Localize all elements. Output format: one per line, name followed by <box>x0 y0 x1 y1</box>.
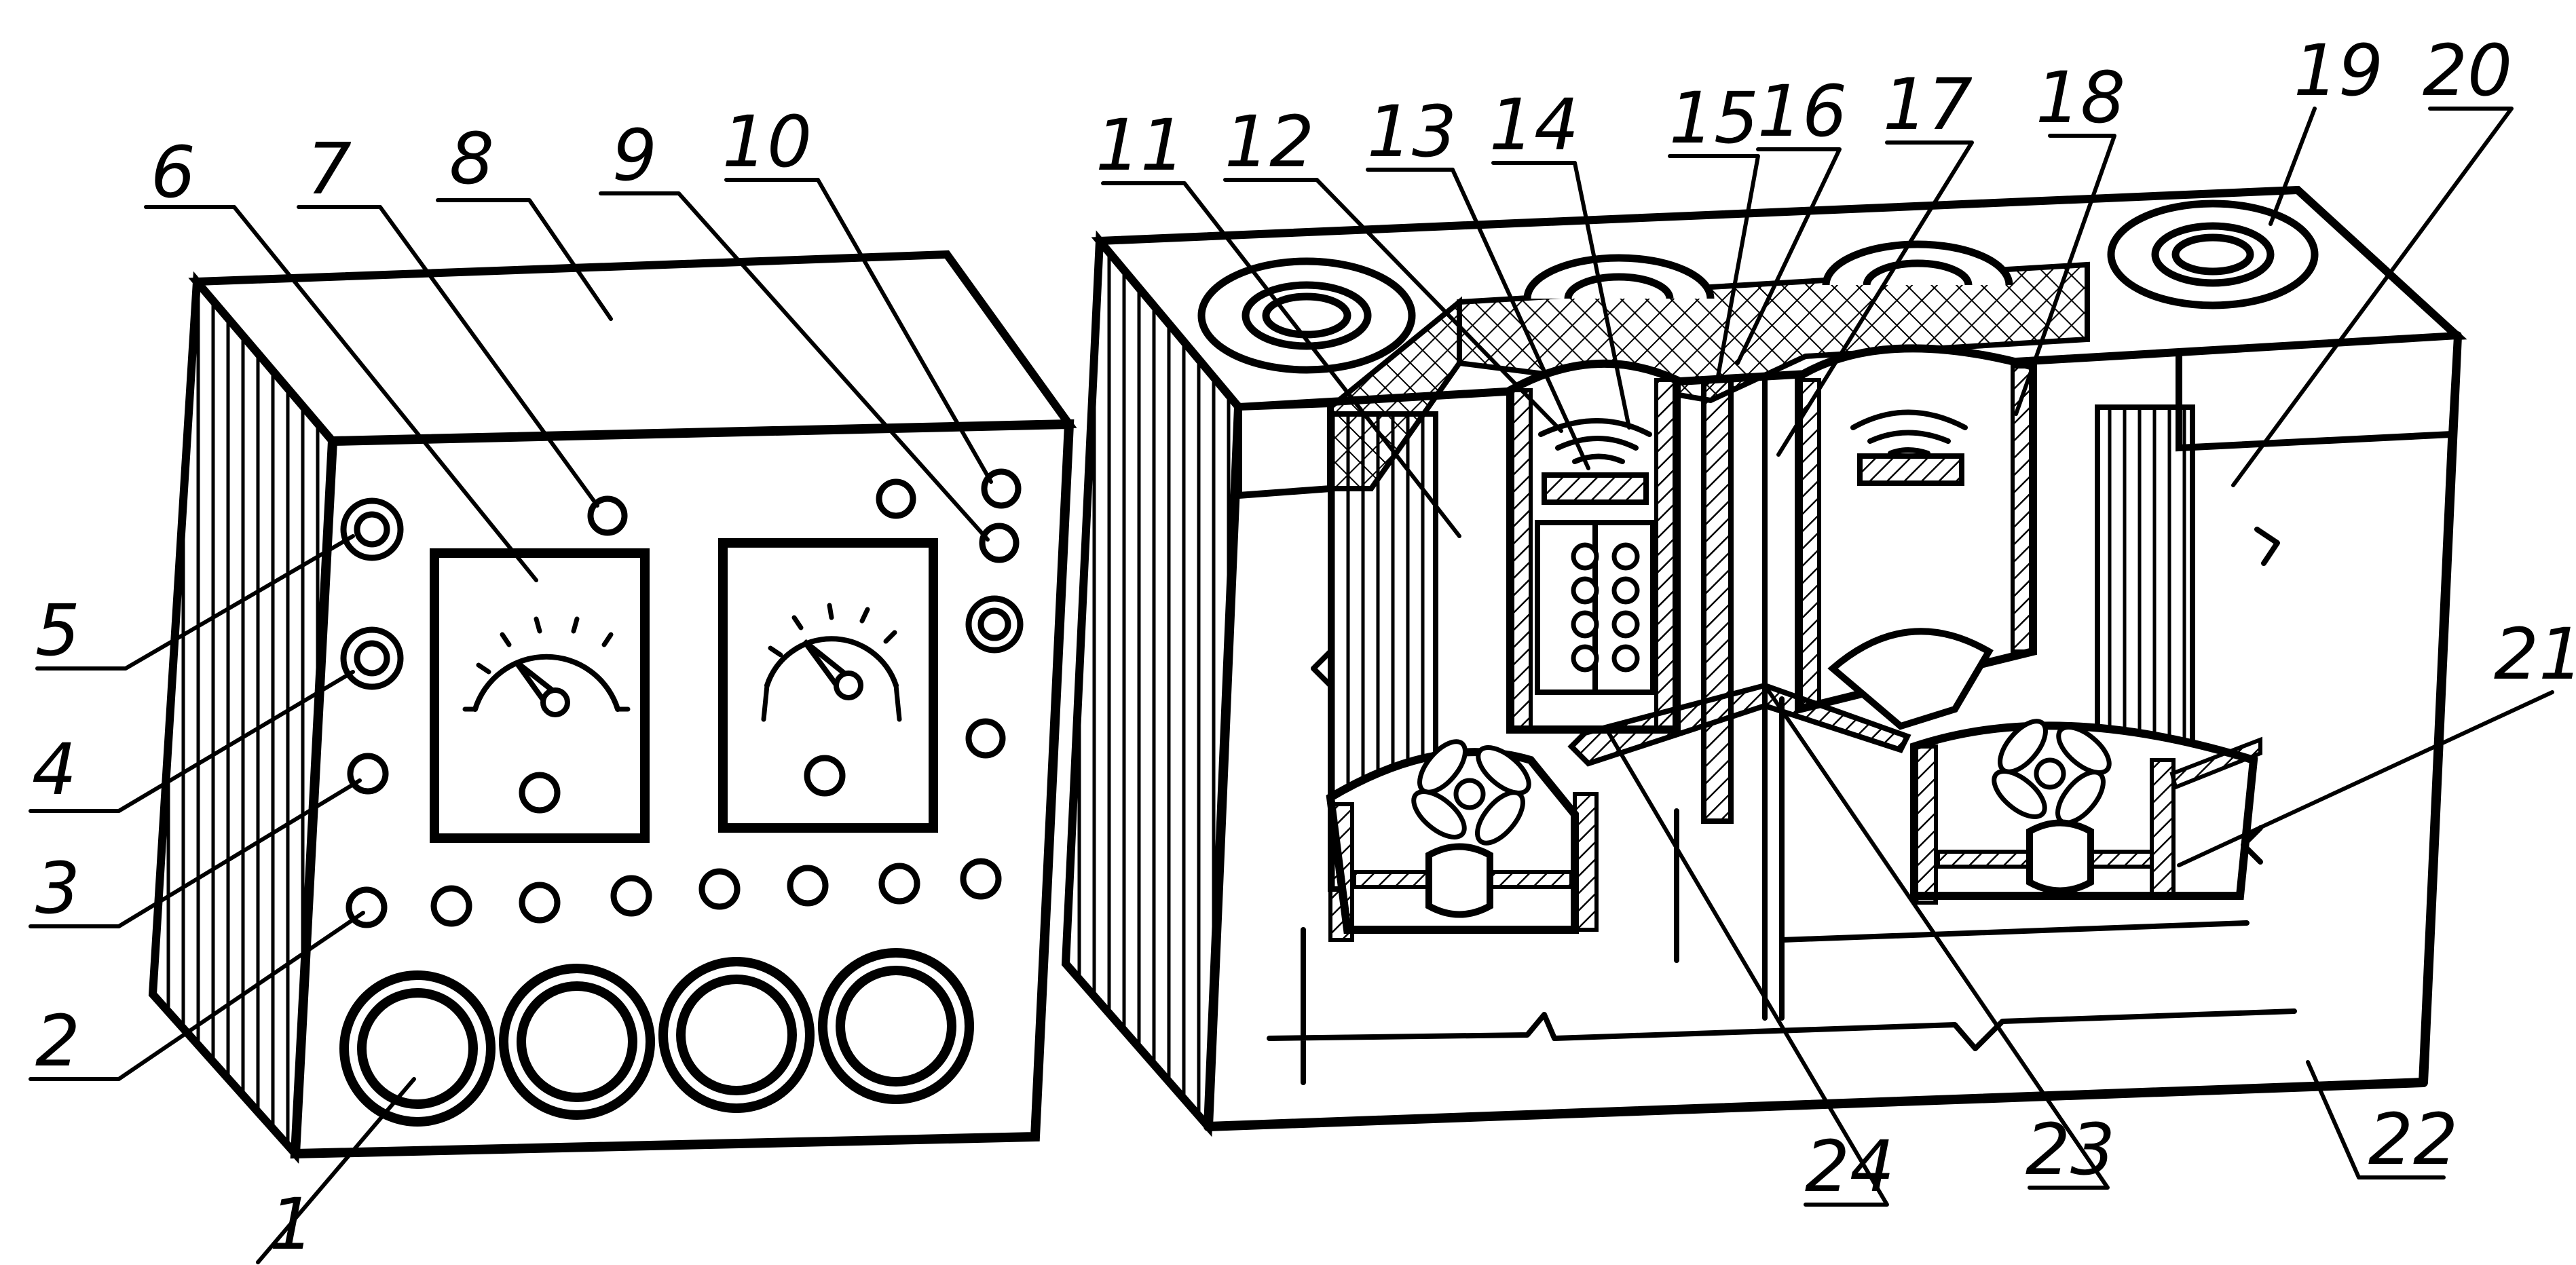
callout-6: 6 <box>151 131 195 214</box>
cabinet-front-right-block <box>2176 332 2461 452</box>
knob-2-inner <box>517 981 637 1102</box>
indicator-row-5 <box>698 868 741 910</box>
callout-labels: 1 2 3 4 5 6 7 8 9 10 11 12 13 14 15 16 1… <box>32 29 2576 1265</box>
indicator-top-right-b <box>981 468 1022 509</box>
indicator-row-3 <box>519 882 561 924</box>
cabinet-front-outline <box>1203 331 2462 1131</box>
fan-bay-left <box>1326 739 1599 942</box>
callout-24: 24 <box>1805 1125 1894 1208</box>
callout-11: 11 <box>1096 104 1185 187</box>
indicator-top <box>587 495 628 536</box>
callout-23: 23 <box>2026 1108 2115 1191</box>
panel-knobs <box>339 948 974 1127</box>
chamber-right <box>1795 344 2037 730</box>
indicator-row-6 <box>787 865 829 907</box>
callout-14: 14 <box>1489 83 1579 166</box>
fan-bay-right <box>1910 719 2262 905</box>
right-tray <box>1857 453 1964 486</box>
indicator-ring-4-inner <box>354 640 390 677</box>
indicator-ring-5-inner <box>354 511 390 548</box>
control-panel <box>148 250 1077 1164</box>
knob-3-inner <box>676 975 797 1095</box>
callout-7: 7 <box>307 128 352 210</box>
motor-right <box>2026 819 2094 894</box>
indicator-row-7 <box>878 863 920 905</box>
port-front-core <box>1262 292 1351 339</box>
cabinet-ports <box>1197 200 2319 374</box>
callout-9: 9 <box>612 114 657 197</box>
motor-left <box>1425 843 1493 918</box>
right-gauge-window <box>718 538 938 833</box>
right-gauge-indicator-light <box>804 755 846 797</box>
callout-1: 1 <box>269 1183 314 1265</box>
indicator-right-ring-inner <box>977 607 1011 641</box>
callout-17: 17 <box>1883 63 1973 146</box>
port-back-right-core <box>2171 233 2254 276</box>
indicator-row-8 <box>960 858 1002 900</box>
knob-1-inner <box>357 988 478 1109</box>
callout-4: 4 <box>32 728 77 811</box>
callout-18: 18 <box>2036 56 2125 139</box>
callout-5: 5 <box>35 589 80 672</box>
fan-left-icon <box>1411 739 1531 846</box>
indicator-right-a <box>979 523 1020 563</box>
callout-8: 8 <box>449 117 494 200</box>
indicator-row-4 <box>610 875 652 917</box>
left-tray <box>1542 472 1649 505</box>
left-gauge-window <box>430 548 650 843</box>
indicator-top-right-a <box>876 478 916 519</box>
callout-3: 3 <box>35 847 80 930</box>
panel-indicators <box>340 468 1024 928</box>
indicator-3 <box>347 753 389 795</box>
callout-12: 12 <box>1225 100 1314 183</box>
callout-20: 20 <box>2423 29 2512 112</box>
callout-15: 15 <box>1669 77 1759 159</box>
lower-compartment <box>1267 808 2297 1085</box>
funnel-floor <box>1567 682 1911 767</box>
callout-21: 21 <box>2494 613 2576 696</box>
callout-16: 16 <box>1757 70 1847 153</box>
callout-10: 10 <box>722 100 812 183</box>
break-line-left <box>1311 527 2280 865</box>
left-gauge-indicator-light <box>519 772 561 814</box>
incubator-cabinet <box>1061 185 2467 1137</box>
callout-2: 2 <box>35 1000 80 1082</box>
knob-4-inner <box>836 966 956 1087</box>
chamber-left <box>1506 359 1681 734</box>
indicator-row-2 <box>430 885 472 927</box>
callout-22: 22 <box>2368 1098 2458 1181</box>
indicator-right-b <box>965 718 1006 759</box>
callout-19: 19 <box>2294 29 2383 112</box>
central-partition <box>1701 377 1734 824</box>
callout-13: 13 <box>1367 90 1457 173</box>
panel-top-face <box>188 250 1077 446</box>
leader-lines <box>29 107 2554 1264</box>
cabinet-front-left-block <box>1235 400 1334 499</box>
